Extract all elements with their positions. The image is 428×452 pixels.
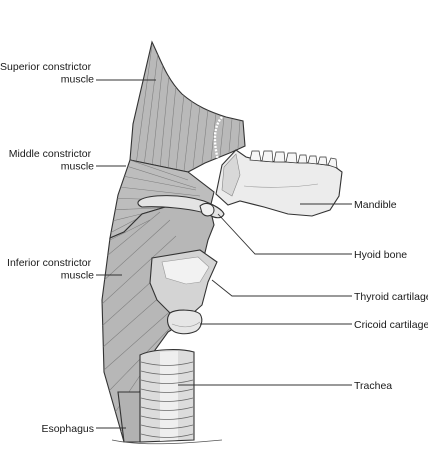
- base-line: [111, 439, 223, 445]
- leader-lines: [96, 79, 352, 429]
- label-cricoid-cartilage: Cricoid cartilage: [354, 319, 428, 331]
- label-thyroid-cartilage: Thyroid cartilage: [354, 291, 428, 303]
- cricoid-cartilage-shape: [167, 309, 203, 335]
- label-superior-constrictor: Superior constrictor muscle: [0, 61, 94, 86]
- label-hyoid-bone: Hyoid bone: [354, 249, 407, 261]
- esophagus-shape: [117, 391, 141, 443]
- thyroid-cartilage-shape: [149, 249, 218, 314]
- label-esophagus: Esophagus: [41, 423, 94, 435]
- hyoid-leader-line: [217, 213, 352, 255]
- hyoid-bone-shape: [137, 195, 225, 219]
- label-middle-constrictor: Middle constrictor muscle: [9, 148, 94, 173]
- raphe-seam: [213, 116, 223, 161]
- label-trachea: Trachea: [354, 380, 392, 392]
- superior-constrictor-muscle: [129, 40, 246, 173]
- mandible-shape: [215, 149, 343, 217]
- trachea-shape: [139, 349, 195, 443]
- label-inferior-constrictor: Inferior constrictor muscle: [7, 257, 94, 282]
- label-mandible: Mandible: [354, 199, 397, 211]
- thyroid-leader-line: [211, 279, 352, 297]
